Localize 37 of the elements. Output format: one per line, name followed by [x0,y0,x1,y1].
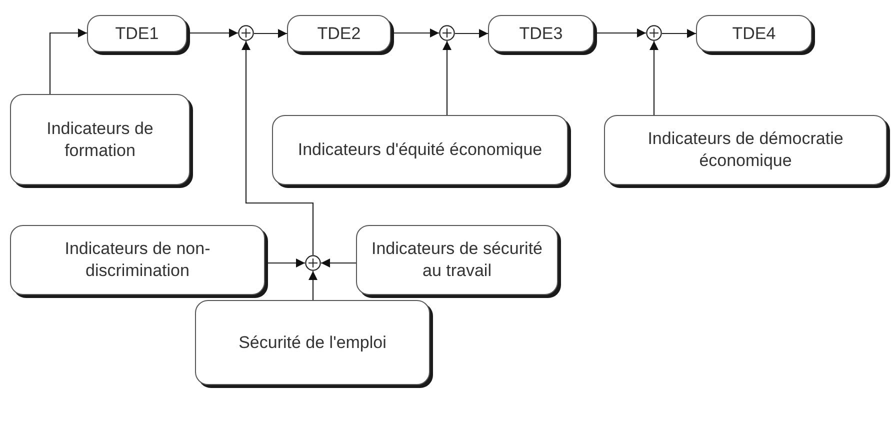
arrow [187,28,238,38]
box-label: Indicateurs de démocratie économique [646,128,844,172]
box-label: Indicateurs de formation [46,118,154,162]
arrow [594,28,646,38]
box-label: Indicateurs d'équité économique [296,139,544,161]
arrow [321,258,356,268]
process-box [10,225,265,295]
arrow [49,28,87,94]
arrow [650,41,658,115]
arrow [391,28,439,38]
arrow [254,29,287,38]
arrow [442,41,452,115]
arrow [455,29,488,38]
process-box [272,115,568,185]
process-box [287,15,391,52]
box-label: TDE2 [316,22,362,44]
arrow [242,41,314,255]
process-box [10,94,190,185]
process-box [488,15,594,52]
arrow [662,29,696,38]
arrow [265,258,305,268]
box-label: Indicateurs de sécurité au travail [370,238,544,282]
summing-junction [439,25,455,41]
box-label: Sécurité de l'emploi [238,332,388,354]
process-box [696,15,812,52]
summing-junction [646,25,662,41]
box-label: TDE4 [731,22,777,44]
box-label: Indicateurs de non-discrimination [64,238,212,282]
summing-junction [305,255,321,271]
process-box [356,225,558,295]
arrow [308,271,318,300]
process-box [195,300,430,385]
box-label: TDE3 [518,22,564,44]
process-box [87,15,187,52]
process-box [604,115,887,185]
summing-junction [238,25,254,41]
box-label: TDE1 [114,22,160,44]
